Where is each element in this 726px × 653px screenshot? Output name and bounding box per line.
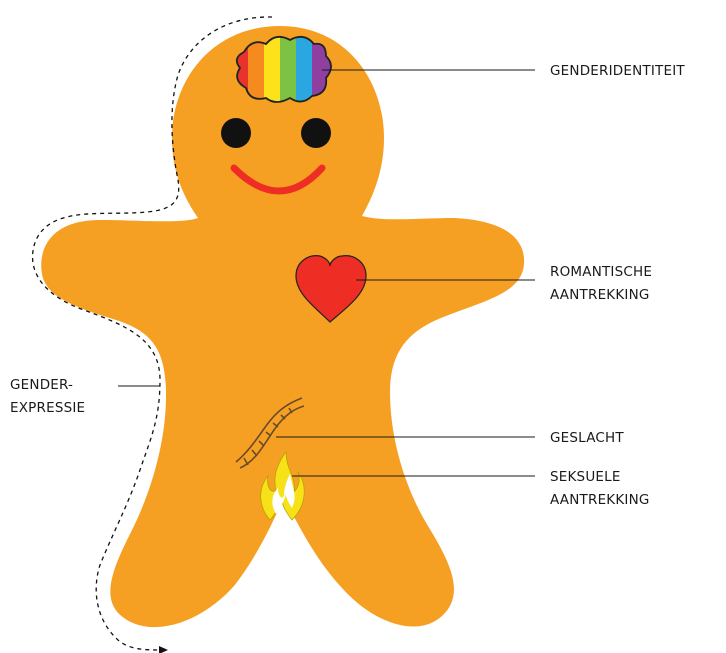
label-romantic-attraction-line2: AANTREKKING (550, 287, 650, 303)
label-sex: GESLACHT (550, 430, 624, 446)
right-eye (301, 118, 331, 148)
label-gender-identity: GENDERIDENTITEIT (550, 63, 685, 79)
label-gender-expression-line2: EXPRESSIE (10, 400, 85, 416)
label-sexual-attraction-line2: AANTREKKING (550, 492, 650, 508)
left-eye (221, 118, 251, 148)
label-sexual-attraction-line1: SEKSUELE (550, 469, 621, 485)
label-gender-expression-line1: GENDER- (10, 377, 73, 393)
label-romantic-attraction-line1: ROMANTISCHE (550, 264, 652, 280)
